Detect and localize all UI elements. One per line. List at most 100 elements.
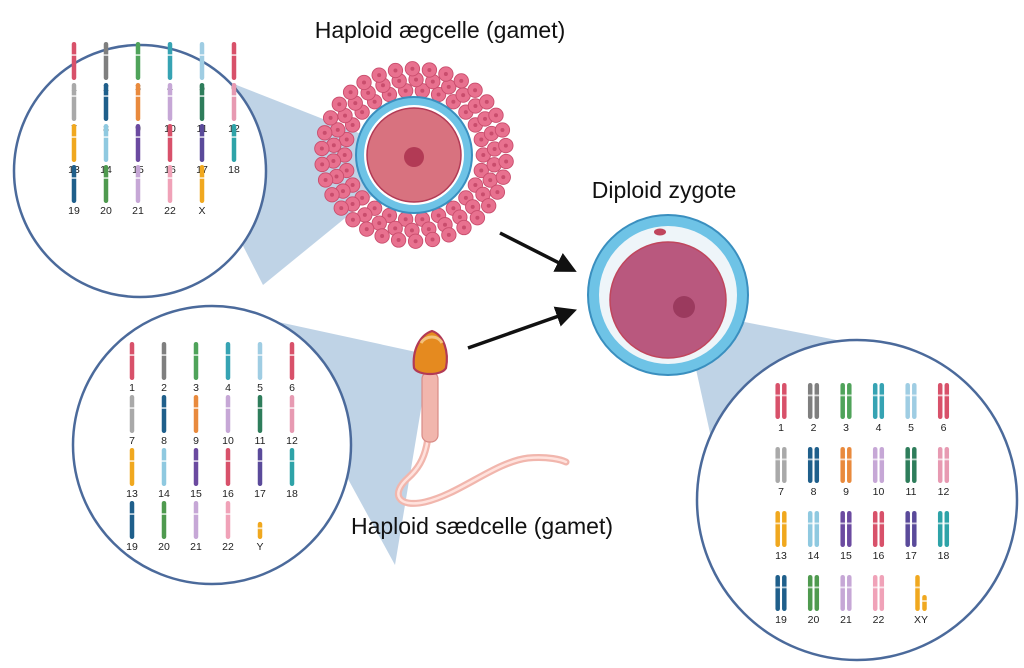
chromosome-label: 13 <box>775 550 787 562</box>
arrow-sperm-to-zygote <box>467 306 577 350</box>
chromosome-label: 7 <box>778 486 784 498</box>
chromosome <box>225 448 231 486</box>
chromosome-label: 6 <box>941 422 947 434</box>
sperm-karyotype-ring <box>71 304 353 586</box>
chromosome <box>781 575 787 611</box>
zygote-karyotype-ring <box>695 338 1019 662</box>
chromosome <box>193 342 199 380</box>
chromosome-label: 9 <box>843 486 849 498</box>
chromosome <box>193 501 199 539</box>
chromosome <box>915 575 920 611</box>
chromosome-label: 19 <box>68 205 80 217</box>
chromosome-label: 8 <box>161 435 167 447</box>
chromosome <box>905 383 911 419</box>
chromosome-label: 14 <box>158 488 170 500</box>
chromosome <box>872 447 878 483</box>
chromosome <box>103 165 109 203</box>
chromosome-label: 22 <box>873 614 885 626</box>
chromosome <box>879 511 885 547</box>
chromosome <box>937 383 943 419</box>
chromosome <box>937 511 943 547</box>
chromosome <box>231 124 237 162</box>
egg-cell <box>314 61 514 249</box>
chromosome-label: 21 <box>190 541 202 553</box>
chromosome <box>161 448 167 486</box>
chromosome <box>775 575 781 611</box>
chromosome <box>161 501 167 539</box>
chromosome-label: 19 <box>775 614 787 626</box>
chromosome-label: 12 <box>938 486 950 498</box>
chromosome <box>257 521 263 539</box>
chromosome <box>846 383 852 419</box>
chromosome <box>289 448 295 486</box>
chromosome <box>911 511 917 547</box>
chromosome <box>840 511 846 547</box>
chromosome <box>231 83 237 121</box>
chromosome <box>922 595 927 611</box>
sperm-cell <box>394 329 570 507</box>
chromosome <box>129 448 135 486</box>
chromosome-label: 22 <box>222 541 234 553</box>
chromosome-label: 20 <box>158 541 170 553</box>
chromosome-label: 22 <box>164 205 176 217</box>
chromosome <box>129 395 135 433</box>
chromosome-label: 19 <box>126 541 138 553</box>
chromosome <box>781 383 787 419</box>
chromosome-label: 1 <box>778 422 784 434</box>
chromosome <box>775 511 781 547</box>
chromosome <box>905 447 911 483</box>
chromosome-label: 3 <box>193 382 199 394</box>
chromosome <box>775 447 781 483</box>
chromosome <box>814 383 820 419</box>
chromosome <box>840 383 846 419</box>
chromosome-label: 1 <box>129 382 135 394</box>
sperm-midpiece <box>421 371 439 443</box>
chromosome-label: 21 <box>132 205 144 217</box>
chromosome <box>944 511 950 547</box>
chromosome-label: 15 <box>190 488 202 500</box>
chromosome-label: 20 <box>100 205 112 217</box>
chromosome <box>103 124 109 162</box>
chromosome <box>879 447 885 483</box>
chromosome <box>103 83 109 121</box>
chromosome <box>840 447 846 483</box>
chromosome <box>289 395 295 433</box>
chromosome <box>71 165 77 203</box>
chromosome-label: 11 <box>255 435 266 447</box>
chromosome <box>167 42 173 80</box>
chromosome <box>231 42 237 80</box>
chromosome <box>257 448 263 486</box>
chromosome <box>872 511 878 547</box>
chromosome <box>199 165 205 203</box>
egg-title: Haploid ægcelle (gamet) <box>315 17 566 43</box>
chromosome-label: 10 <box>222 435 234 447</box>
chromosome-label: 2 <box>811 422 817 434</box>
chromosome-label: 10 <box>873 486 885 498</box>
egg-nucleus <box>404 147 424 167</box>
chromosome <box>905 511 911 547</box>
chromosome <box>846 575 852 611</box>
chromosome <box>167 83 173 121</box>
chromosome-label: 17 <box>254 488 266 500</box>
polar-body <box>654 228 666 236</box>
chromosome <box>71 83 77 121</box>
chromosome-label: Y <box>256 541 263 553</box>
chromosome <box>161 395 167 433</box>
chromosome-label: 17 <box>905 550 917 562</box>
chromosome <box>879 383 885 419</box>
chromosome <box>840 575 846 611</box>
chromosome-label: 3 <box>843 422 849 434</box>
chromosome-label: 13 <box>126 488 138 500</box>
zygote-title: Diploid zygote <box>592 177 736 203</box>
chromosome <box>199 124 205 162</box>
chromosome <box>944 383 950 419</box>
chromosome <box>814 511 820 547</box>
zygote-cytoplasm <box>609 241 727 359</box>
chromosome <box>161 342 167 380</box>
chromosome-label: 16 <box>222 488 234 500</box>
chromosome <box>129 501 135 539</box>
chromosome-label: 11 <box>906 486 917 498</box>
chromosome <box>814 575 820 611</box>
